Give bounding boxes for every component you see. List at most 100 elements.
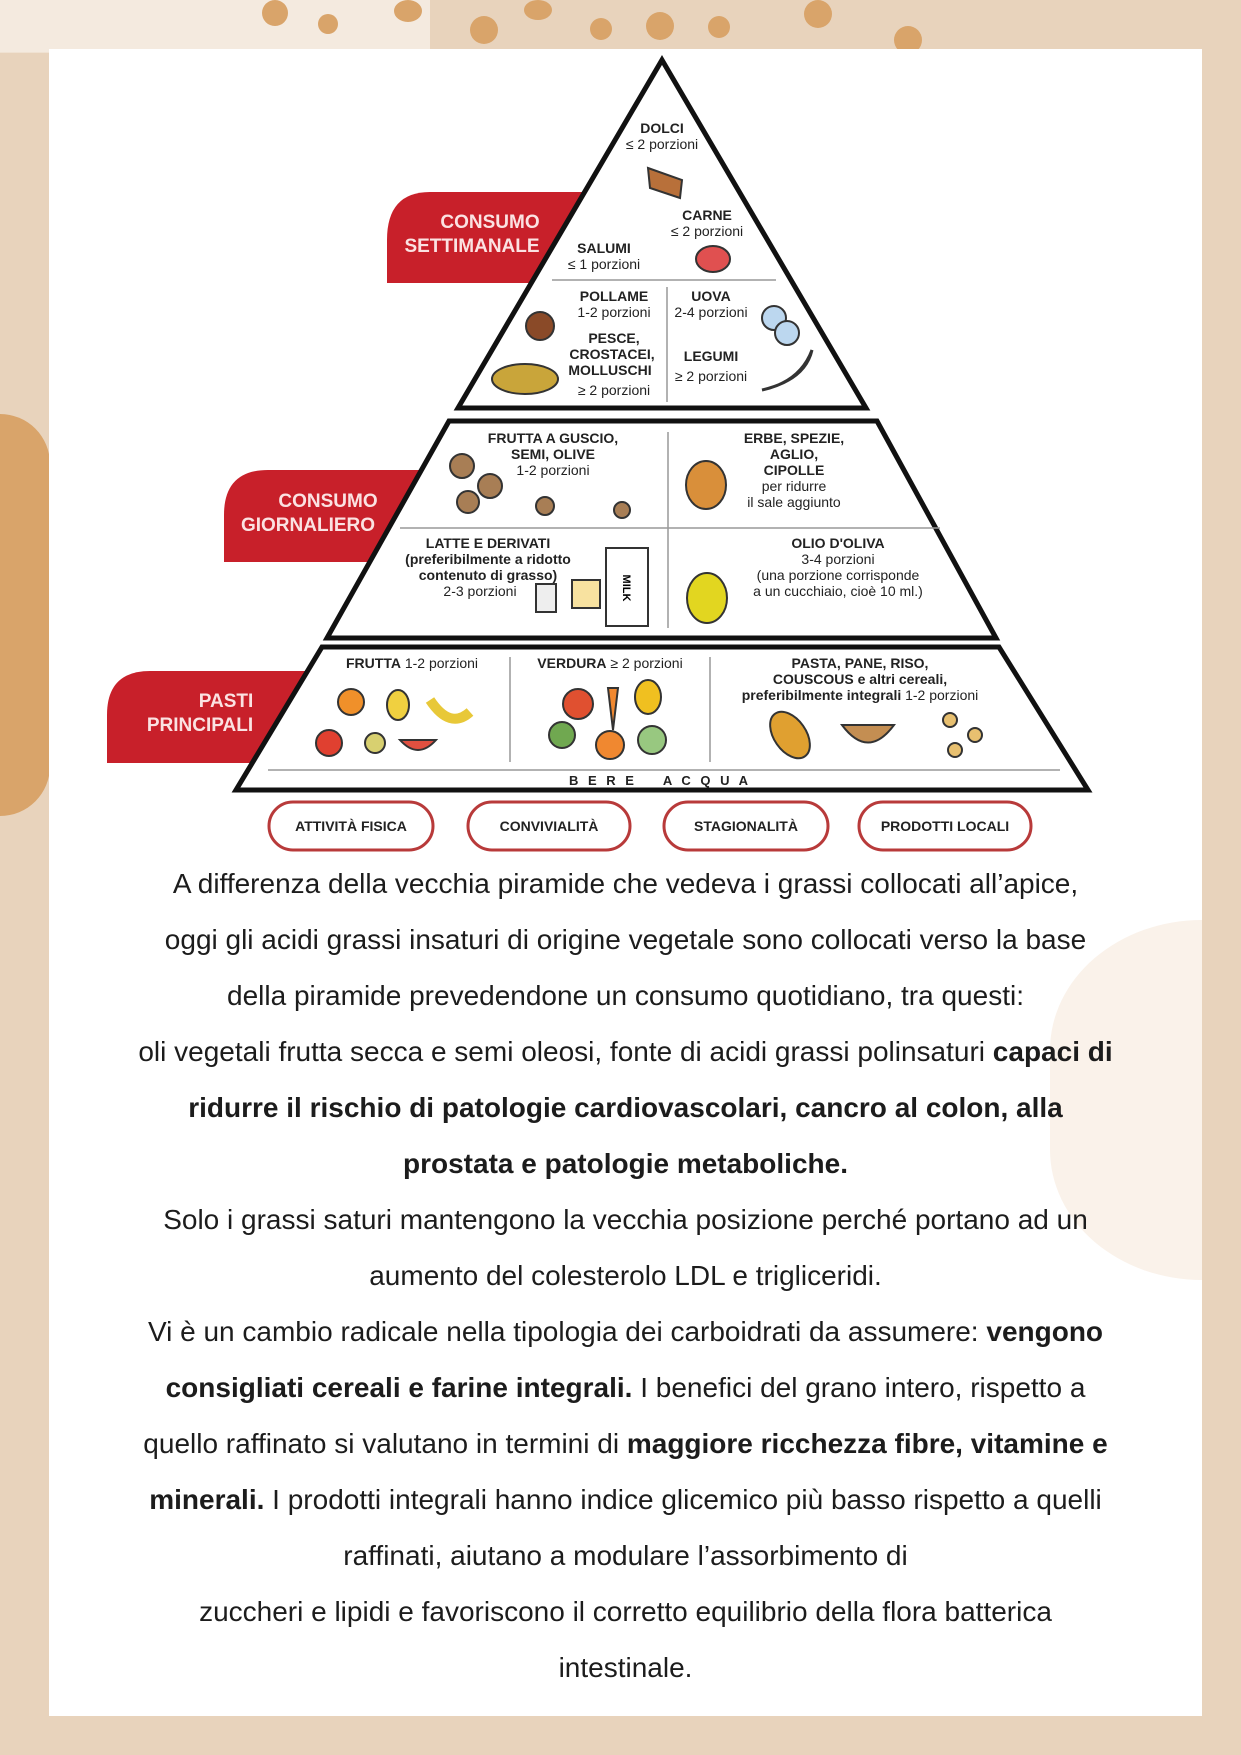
latte-label: LATTE E DERIVATI	[426, 535, 550, 551]
tab-weekly	[387, 192, 587, 283]
text-segment: della piramide prevedendone un consumo q…	[227, 980, 1024, 1011]
frutta-label: FRUTTA 1-2 porzioni	[346, 655, 478, 671]
tab-weekly-line2: SETTIMANALE	[404, 236, 539, 257]
erbe-note: per ridurre	[762, 478, 827, 494]
text-segment: quello raffinato si valutano in termini …	[143, 1428, 627, 1459]
tab-meals-line1: PASTI	[199, 691, 254, 712]
text-segment: I benefici del grano intero, rispetto a	[632, 1372, 1086, 1403]
bold-text: prostata e patologie metaboliche.	[403, 1148, 848, 1179]
text-segment: oggi gli acidi grassi insaturi di origin…	[164, 924, 1087, 955]
text-line: ridurre il rischio di patologie cardiova…	[49, 1080, 1202, 1136]
food-pyramid: CONSUMO SETTIMANALE CONSUMO GIORNALIERO …	[107, 55, 1093, 852]
bold-text: maggiore ricchezza fibre, vitamine e	[626, 1428, 1108, 1459]
egg-icon	[774, 320, 800, 346]
bold-text: minerali.	[149, 1484, 265, 1515]
chicken-leg-icon	[525, 311, 555, 341]
carne-label: CARNE	[682, 207, 732, 223]
salumi-label: SALUMI	[577, 240, 631, 256]
bold-text: vengono	[986, 1316, 1104, 1347]
text-segment: I prodotti integrali hanno indice glicem…	[264, 1484, 1102, 1515]
olio-portions: 3-4 porzioni	[801, 551, 874, 567]
text-line: Vi è un cambio radicale nella tipologia …	[49, 1304, 1202, 1360]
fruit-icons	[315, 688, 474, 757]
bold-text: ridurre il rischio di patologie cardiova…	[188, 1092, 1063, 1123]
text-segment: Vi è un cambio radicale nella tipologia …	[147, 1316, 987, 1347]
verdura-label: VERDURA ≥ 2 porzioni	[537, 655, 682, 671]
nuts-icon	[449, 453, 631, 519]
text-segment: Solo i grassi saturi mantengono la vecch…	[163, 1204, 1088, 1235]
fish-icon	[491, 363, 559, 395]
frutta-guscio-portions: 1-2 porzioni	[516, 462, 589, 478]
pill-convivialita	[466, 800, 632, 852]
meat-icon	[695, 245, 731, 273]
water-label: B E R E A C Q U A	[569, 773, 751, 788]
decor-dot	[804, 0, 832, 28]
decor-dot	[524, 0, 552, 20]
dolci-portions: ≤ 2 porzioni	[626, 136, 698, 152]
dolci-label: DOLCI	[640, 120, 684, 136]
erbe-label: ERBE, SPEZIE,	[744, 430, 844, 446]
olio-note: a un cucchiaio, cioè 10 ml.)	[753, 583, 923, 599]
decor-dot	[708, 16, 730, 38]
text-line: oggi gli acidi grassi insaturi di origin…	[49, 912, 1202, 968]
decor-dot	[470, 16, 498, 44]
text-segment: A differenza della vecchia piramide che …	[172, 868, 1079, 899]
olio-label: OLIO D'OLIVA	[791, 535, 884, 551]
text-line: zuccheri e lipidi e favoriscono il corre…	[49, 1584, 1202, 1640]
latte-note: contenuto di grasso)	[419, 567, 557, 583]
decor-dot	[590, 18, 612, 40]
text-line: consigliati cereali e farine integrali. …	[49, 1360, 1202, 1416]
decor-dot	[646, 12, 674, 40]
text-segment: zuccheri e lipidi e favoriscono il corre…	[199, 1596, 1052, 1627]
pill-stagionalita	[662, 800, 830, 852]
frutta-guscio-label: FRUTTA A GUSCIO,	[488, 430, 618, 446]
text-line: intestinale.	[49, 1640, 1202, 1696]
peapod-icon	[761, 349, 814, 392]
vegetable-icons	[548, 679, 667, 760]
pill-label: CONVIVIALITÀ	[500, 818, 599, 834]
text-segment: oli vegetali frutta secca e semi oleosi,…	[138, 1036, 993, 1067]
text-line: Solo i grassi saturi mantengono la vecch…	[49, 1192, 1202, 1248]
tab-daily-line1: CONSUMO	[278, 491, 377, 512]
background-light-band	[0, 0, 430, 53]
latte-note: (preferibilmente a ridotto	[405, 551, 571, 567]
olive-oil-icon	[686, 572, 728, 624]
milk-carton-icon	[605, 547, 649, 627]
decor-dot	[318, 14, 338, 34]
body-text: A differenza della vecchia piramide che …	[49, 856, 1202, 1696]
decor-circle	[1050, 920, 1202, 1280]
pill-attivita-fisica	[267, 800, 435, 852]
text-line: oli vegetali frutta secca e semi oleosi,…	[49, 1024, 1202, 1080]
salumi-portions: ≤ 1 porzioni	[568, 256, 640, 272]
text-segment: aumento del colesterolo LDL e trigliceri…	[369, 1260, 882, 1291]
pill-label: PRODOTTI LOCALI	[881, 818, 1009, 834]
tier-daily	[322, 418, 1001, 641]
erbe-label: CIPOLLE	[764, 462, 825, 478]
pollame-portions: 1-2 porzioni	[577, 304, 650, 320]
text-line: quello raffinato si valutano in termini …	[49, 1416, 1202, 1472]
text-segment: raffinati, aiutano a modulare l’assorbim…	[343, 1540, 908, 1571]
pill-prodotti-locali	[857, 800, 1033, 852]
pollame-label: POLLAME	[580, 288, 648, 304]
cheese-icon	[571, 579, 601, 609]
pill-label: STAGIONALITÀ	[694, 818, 798, 834]
bold-text: consigliati cereali e farine integrali.	[165, 1372, 633, 1403]
text-line: della piramide prevedendone un consumo q…	[49, 968, 1202, 1024]
text-line: A differenza della vecchia piramide che …	[49, 856, 1202, 912]
tier-dividers	[268, 279, 1060, 771]
tab-daily	[224, 470, 420, 562]
tab-weekly-line1: CONSUMO	[440, 212, 539, 233]
decor-dot	[394, 0, 422, 22]
decor-half-circle	[0, 414, 50, 816]
legumi-label: LEGUMI	[684, 348, 738, 364]
yogurt-icon	[535, 583, 557, 613]
cereali-label: COUSCOUS e altri cereali,	[773, 671, 947, 687]
latte-portions: 2-3 porzioni	[443, 583, 516, 599]
tab-meals	[107, 671, 308, 763]
tier-meals	[231, 644, 1093, 793]
erbe-label: AGLIO,	[770, 446, 818, 462]
carne-portions: ≤ 2 porzioni	[671, 223, 743, 239]
pill-label: ATTIVITÀ FISICA	[295, 818, 407, 834]
text-line: raffinati, aiutano a modulare l’assorbim…	[49, 1528, 1202, 1584]
text-segment: intestinale.	[558, 1652, 693, 1683]
